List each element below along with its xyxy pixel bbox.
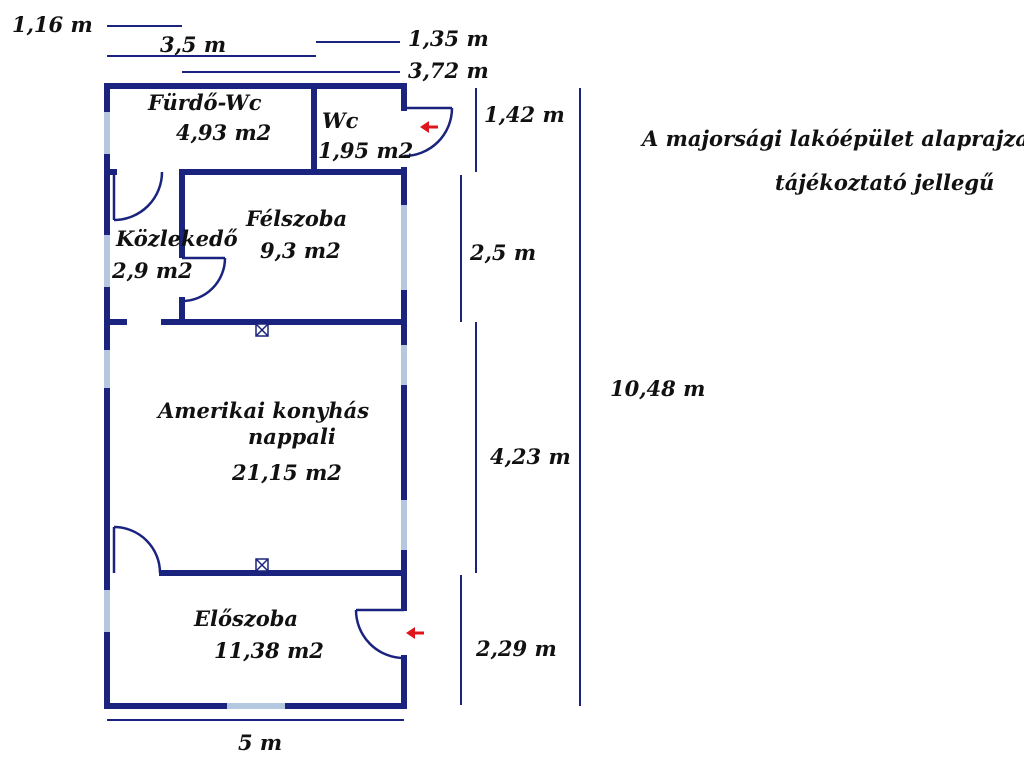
plan-title: A majorsági lakóépület alaprajza tájékoz… [640,126,1024,195]
window-right-1 [401,205,407,290]
door-wc-arc [403,107,454,158]
vent-icon [255,323,269,337]
dimension-labels: 1,16 m 3,5 m 1,35 m 3,72 m 1,42 m 2,5 m … [12,12,705,755]
window-right-2 [401,345,407,385]
vents [255,323,269,572]
entrance-arrow-icon [406,627,424,639]
window-left-3 [104,350,110,388]
room-area-nappali: 21,15 m2 [231,460,342,485]
room-name-kozlekedo: Közlekedő [115,226,238,251]
title-line1: A majorsági lakóépület alaprajza [640,126,1024,151]
dim-bottom-width: 5 m [238,730,282,755]
window-left-1 [104,112,110,154]
room-name-felszoba: Félszoba [245,206,347,231]
dim-right-4: 2,29 m [475,636,557,661]
dim-right-1: 1,42 m [484,102,565,127]
room-area-kozlekedo: 2,9 m2 [111,258,193,283]
window-left-4 [104,590,110,632]
window-bottom [227,703,285,709]
dim-top-3: 1,35 m [408,26,489,51]
dimension-lines [107,25,581,721]
dim-top-1: 1,16 m [12,12,93,37]
doors [112,106,454,660]
room-name-furdo-wc: Fürdő-Wc [147,90,262,115]
door-bath-arc [113,171,164,222]
room-name-wc: Wc [322,108,359,133]
window-right-3 [401,500,407,550]
room-area-furdo-wc: 4,93 m2 [176,120,271,145]
window-left-2 [104,235,110,287]
room-name-nappali-line2: nappali [248,424,336,449]
dim-right-2: 2,5 m [469,240,536,265]
dim-top-2: 3,5 m [160,32,226,57]
entrance-arrows [406,121,438,639]
dim-total-height: 10,48 m [610,376,705,401]
room-name-eloszoba: Előszoba [193,606,298,631]
windows [104,112,407,709]
vent-icon [255,558,269,572]
door-living-arc [113,525,162,574]
title-line2: tájékoztató jellegű [775,170,994,195]
dim-top-4: 3,72 m [408,58,489,83]
room-labels: Fürdő-Wc 4,93 m2 Wc 1,95 m2 Félszoba 9,3… [111,90,413,663]
room-area-wc: 1,95 m2 [318,138,413,163]
door-felszoba-arc [181,257,227,303]
room-area-eloszoba: 11,38 m2 [214,638,324,663]
room-name-nappali-line1: Amerikai konyhás [156,398,369,423]
dim-right-3: 4,23 m [490,444,571,469]
entrance-arrow-icon [420,121,438,133]
door-entrance-arc [354,609,405,660]
room-area-felszoba: 9,3 m2 [260,238,341,263]
